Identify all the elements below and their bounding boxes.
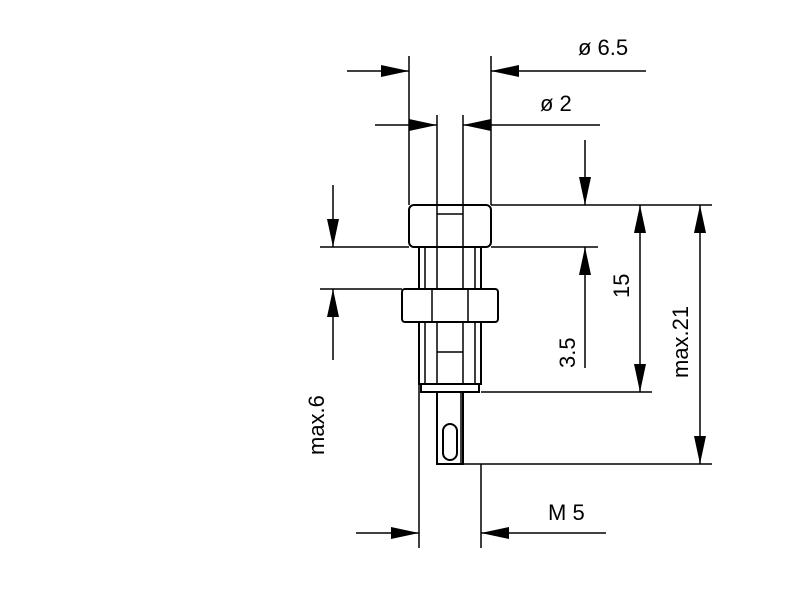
pin-diameter-label: ø 2 [540, 91, 572, 116]
head-height-label: 3.5 [555, 337, 580, 368]
pin-diameter-dimension: ø 2 [375, 91, 600, 131]
total-height-dimension: max.21 [668, 205, 706, 464]
total-height-label: max.21 [668, 306, 693, 378]
body-height-dimension: 15 [609, 205, 646, 392]
socket-head [408, 204, 492, 248]
body-height-label: 15 [609, 274, 634, 298]
outer-diameter-dimension: ø 6.5 [347, 35, 646, 77]
panel-thickness-label: max.6 [304, 395, 329, 455]
extension-lines [320, 204, 712, 465]
lower-shank [418, 321, 482, 393]
solder-pin [436, 391, 464, 465]
outer-diameter-label: ø 6.5 [578, 35, 628, 60]
pin-axis-lines [408, 56, 492, 205]
hex-nut [401, 288, 499, 323]
thread-label: M 5 [548, 500, 585, 525]
thread-dimension: M 5 [356, 384, 606, 548]
panel-thickness-dimension: max.6 [304, 185, 339, 455]
threaded-shank [418, 246, 482, 290]
head-height-dimension: 3.5 [555, 140, 591, 368]
